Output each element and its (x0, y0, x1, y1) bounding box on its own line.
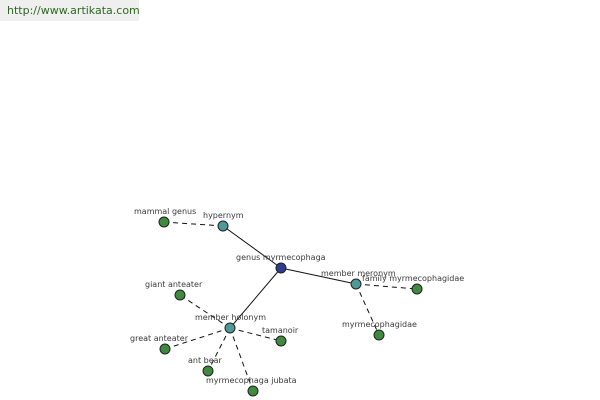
node-member-meronym[interactable]: member meronym (321, 269, 396, 290)
node-circle-tamanoir[interactable] (275, 335, 287, 347)
edge-hypernym-to-mammal-genus (163, 221, 224, 227)
node-label-tamanoir: tamanoir (262, 326, 299, 335)
node-label-giant-anteater: giant anteater (145, 280, 203, 289)
edge-genus-myrmecophaga-to-member-holonym (229, 267, 282, 329)
node-mammal-genus[interactable]: mammal genus (134, 207, 196, 228)
node-label-mammal-genus: mammal genus (134, 207, 196, 216)
node-label-member-holonym: member holonym (195, 313, 266, 322)
node-circle-member-holonym[interactable] (224, 322, 236, 334)
node-giant-anteater[interactable]: giant anteater (145, 280, 203, 301)
node-circle-genus-myrmecophaga[interactable] (275, 262, 287, 274)
edge-member-meronym-to-family-myrmecophagidae (355, 283, 418, 290)
node-circle-myrmecophagidae[interactable] (373, 329, 385, 341)
node-family-myrmecophagidae[interactable]: family myrmecophagidae (362, 274, 464, 295)
node-label-myrmecophagidae: myrmecophagidae (342, 320, 417, 329)
nodes-layer: genus myrmecophaga hypernym member meronym… (130, 207, 464, 397)
edge-member-holonym-to-great-anteater (164, 327, 231, 350)
node-label-genus-myrmecophaga: genus myrmecophaga (236, 253, 326, 262)
site-url-banner[interactable]: http://www.artikata.com (0, 0, 140, 21)
node-circle-giant-anteater[interactable] (174, 289, 186, 301)
edge-member-holonym-to-myrmecophaga-jubata (229, 327, 254, 392)
node-label-ant-bear: ant bear (188, 356, 223, 365)
node-circle-great-anteater[interactable] (159, 343, 171, 355)
node-member-holonym[interactable]: member holonym (195, 313, 266, 334)
edge-member-holonym-to-giant-anteater (179, 294, 231, 329)
edge-genus-myrmecophaga-to-hypernym (222, 225, 282, 269)
edge-genus-myrmecophaga-to-member-meronym (280, 267, 357, 285)
node-label-member-meronym: member meronym (321, 269, 396, 278)
node-myrmecophaga-jubata[interactable]: myrmecophaga jubata (206, 376, 297, 397)
edges-layer (163, 221, 418, 392)
node-label-great-anteater: great anteater (130, 334, 189, 343)
node-label-hypernym: hypernym (203, 211, 244, 220)
node-circle-hypernym[interactable] (217, 220, 229, 232)
node-label-myrmecophaga-jubata: myrmecophaga jubata (206, 376, 297, 385)
node-circle-mammal-genus[interactable] (158, 216, 170, 228)
node-circle-ant-bear[interactable] (202, 365, 214, 377)
node-circle-myrmecophaga-jubata[interactable] (247, 385, 259, 397)
node-label-family-myrmecophagidae: family myrmecophagidae (362, 274, 464, 283)
edge-member-holonym-to-ant-bear (207, 327, 231, 372)
node-circle-member-meronym[interactable] (350, 278, 362, 290)
node-hypernym[interactable]: hypernym (203, 211, 244, 232)
node-genus-myrmecophaga[interactable]: genus myrmecophaga (236, 253, 326, 274)
node-tamanoir[interactable]: tamanoir (262, 326, 299, 347)
node-myrmecophagidae[interactable]: myrmecophagidae (342, 320, 417, 341)
node-circle-family-myrmecophagidae[interactable] (411, 283, 423, 295)
node-great-anteater[interactable]: great anteater (130, 334, 189, 355)
edge-member-meronym-to-myrmecophagidae (355, 283, 380, 336)
node-ant-bear[interactable]: ant bear (188, 356, 223, 377)
